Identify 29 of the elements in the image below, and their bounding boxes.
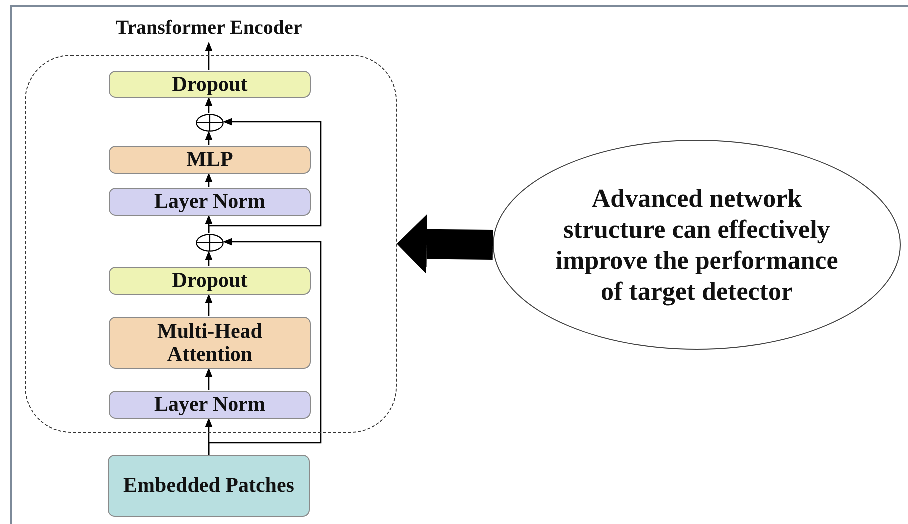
process-box <box>108 455 310 517</box>
arrow <box>205 251 213 266</box>
block-arrow <box>397 214 494 274</box>
process-box <box>109 188 311 216</box>
process-box <box>109 146 311 174</box>
arrow <box>205 97 213 113</box>
node-label: Transformer Encoder <box>116 16 302 40</box>
node-label: Layer Norm <box>154 393 266 417</box>
arrow <box>205 42 213 70</box>
arrow <box>205 294 213 316</box>
node-label: Embedded Patches <box>124 474 294 498</box>
node-label: Layer Norm <box>154 190 266 214</box>
arrow <box>205 368 213 390</box>
arrow <box>205 131 213 145</box>
add-symbol <box>196 114 224 132</box>
node-label: Dropout <box>172 269 248 293</box>
node-label: Dropout <box>172 72 248 96</box>
arrow <box>208 118 322 233</box>
node-label: Advanced network structure can effectively improve the performance of target detector <box>554 182 840 308</box>
arrow <box>208 238 322 455</box>
dashed-group-outline <box>25 55 397 433</box>
add-symbol <box>196 234 224 252</box>
process-box <box>109 391 311 419</box>
node-label: MLP <box>186 148 234 172</box>
arrow <box>205 173 213 187</box>
process-box <box>109 317 311 369</box>
process-box <box>109 71 311 98</box>
process-box <box>109 267 311 295</box>
node-label: Multi-Head Attention <box>156 320 264 366</box>
